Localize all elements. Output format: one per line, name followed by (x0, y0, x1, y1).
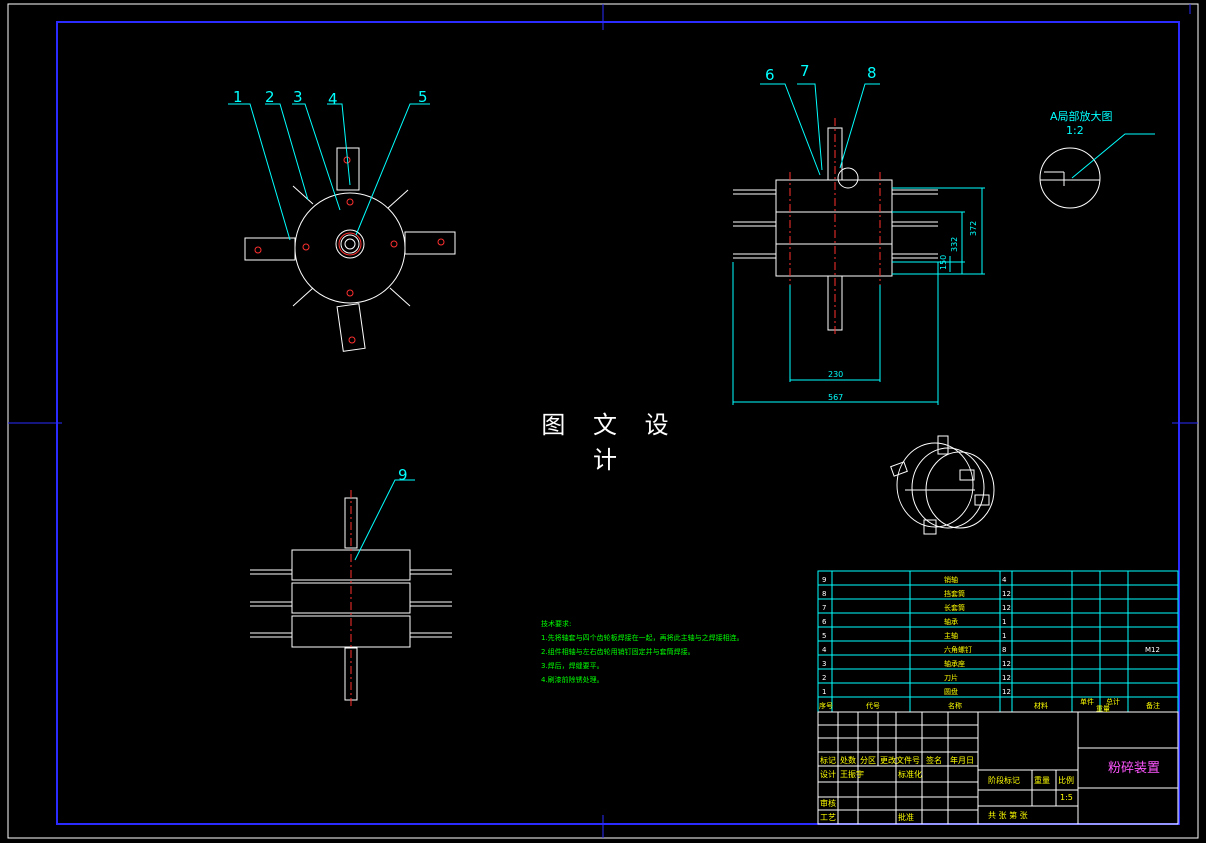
tb-sheet: 共 张 第 张 (988, 810, 1028, 820)
center-title: 图 文 设 计 (541, 411, 679, 474)
bom-row-5-no: 5 (822, 632, 826, 640)
bom-row-2-no: 2 (822, 674, 826, 682)
bom-row-2-qty: 12 (1002, 674, 1011, 682)
isometric-view (890, 435, 995, 535)
bom-row-6-name: 轴承 (944, 617, 958, 626)
tb-mark-5: 年月日 (950, 755, 974, 765)
balloon-4: 4 (328, 90, 338, 108)
balloon-5: 5 (418, 88, 428, 106)
bom-row-5-qty: 1 (1002, 632, 1006, 640)
bom-h-code: 代号 (866, 701, 880, 710)
bom-row-4-qty: 8 (1002, 646, 1006, 654)
balloon-3: 3 (293, 88, 303, 106)
tb-stage-label: 阶段标记 (988, 775, 1020, 785)
tech-line-4: 4.刷漆前除锈处理。 (541, 675, 604, 684)
bom-row-4-no: 4 (822, 646, 827, 654)
tb-standard-label: 标准化 (898, 769, 922, 779)
bom-row-8-no: 8 (822, 590, 826, 598)
bom-h-total: 总计 (1106, 697, 1120, 706)
bom-row-7-qty: 12 (1002, 604, 1011, 612)
dim-567: 567 (828, 393, 843, 402)
front-view-holes (254, 156, 445, 344)
bom-row-5-name: 主轴 (944, 631, 958, 640)
bom-row-4-name: 六角螺钉 (944, 645, 972, 654)
bom-h-material: 材料 (1034, 701, 1048, 710)
bom-header-text: 序号 代号 名称 材料 单件 总计 重量 备注 (819, 697, 1160, 713)
tech-heading: 技术要求: (541, 619, 571, 628)
tb-mark-3: 更改文件号 (880, 755, 920, 765)
tb-design-label: 设计 (820, 769, 836, 779)
dimension-texts: 372 332 150 230 567 (828, 221, 978, 402)
balloon-7: 7 (800, 62, 810, 80)
leaders-front (228, 103, 430, 241)
tb-designer: 王振宇 (840, 769, 864, 779)
bom-table (817, 570, 1179, 713)
detail-scale: 1:2 (1066, 124, 1084, 137)
bom-row-1-no: 1 (822, 688, 826, 696)
bom-row-1-qty: 12 (1002, 688, 1011, 696)
tb-check-label: 审核 (820, 798, 836, 808)
bom-h-single: 单件 (1080, 697, 1094, 706)
bom-h-remark: 备注 (1146, 701, 1160, 710)
side-view (733, 127, 938, 331)
tech-line-3: 3.焊后，焊缝要平。 (541, 661, 604, 670)
tb-scale-label: 比例 (1058, 775, 1074, 785)
tb-approve-label: 批准 (898, 812, 914, 822)
dim-230: 230 (828, 370, 843, 379)
detail-a (1039, 133, 1155, 209)
bom-row-2-name: 刀片 (944, 673, 958, 682)
bom-row-9-no: 9 (822, 576, 826, 584)
bom-row-7-no: 7 (822, 604, 826, 612)
tb-mark-4: 签名 (926, 755, 942, 765)
tb-scale-value: 1:5 (1060, 793, 1073, 802)
dim-332: 332 (950, 237, 959, 252)
side-view-dims (732, 83, 985, 405)
dim-372: 372 (969, 221, 978, 236)
bom-row-3-name: 轴承座 (944, 659, 965, 668)
bom-row-8-name: 挡套筒 (944, 589, 965, 598)
balloon-6: 6 (765, 66, 775, 84)
bom-h-name: 名称 (948, 701, 962, 710)
side-view-centerlines (789, 118, 881, 335)
balloon-8: 8 (867, 64, 877, 82)
centering-marks (8, 4, 1198, 838)
tech-line-1: 1.先将轴套与四个齿轮板焊接在一起，再将此主轴与之焊接相连。 (541, 633, 744, 642)
tb-mark-1: 处数 (840, 755, 856, 765)
tech-requirements: 技术要求: 1.先将轴套与四个齿轮板焊接在一起，再将此主轴与之焊接相连。 2.组… (541, 619, 744, 684)
title-block (817, 711, 1179, 825)
bom-h-no: 序号 (819, 701, 833, 710)
bom-row-1-name: 圆盘 (944, 687, 958, 696)
bom-row-4-note: M12 (1145, 646, 1160, 654)
bom-row-9-qty: 4 (1002, 576, 1007, 584)
detail-title: A局部放大图 (1050, 109, 1113, 123)
dim-150: 150 (939, 255, 948, 270)
tb-mark-2: 分区 (860, 756, 876, 765)
drawing-title: 粉碎装置 (1108, 761, 1160, 776)
tech-line-2: 2.组件相轴与左右齿轮用销钉固定并与套筒焊接。 (541, 647, 695, 656)
balloon-2: 2 (265, 88, 275, 106)
title-block-text: 标记 处数 分区 更改文件号 签名 年月日 设计 王振宇 标准化 审核 工艺 批… (820, 755, 1074, 822)
balloon-1: 1 (233, 88, 243, 106)
bom-row-6-qty: 1 (1002, 618, 1006, 626)
bom-row-6-no: 6 (822, 618, 827, 626)
bom-row-9-name: 销轴 (944, 575, 958, 584)
bom-row-3-qty: 12 (1002, 660, 1011, 668)
bom-row-8-qty: 12 (1002, 590, 1011, 598)
tb-process-label: 工艺 (820, 813, 836, 822)
balloon-9: 9 (398, 466, 408, 484)
front-view (244, 147, 456, 352)
tb-mark-0: 标记 (820, 755, 836, 765)
leader-9 (354, 479, 415, 561)
bom-row-7-name: 长套筒 (944, 603, 965, 612)
bom-row-3-no: 3 (822, 660, 826, 668)
tb-weight-label: 重量 (1034, 775, 1050, 785)
bom-h-weight: 重量 (1096, 705, 1110, 713)
